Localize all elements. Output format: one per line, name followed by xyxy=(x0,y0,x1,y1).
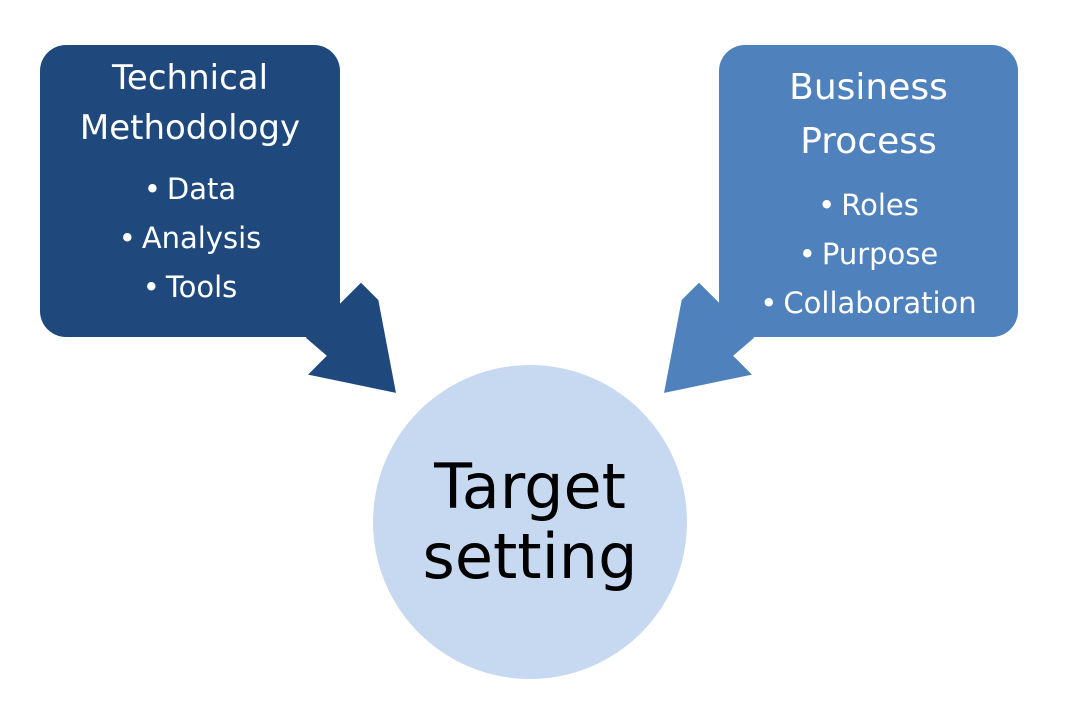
box-title: Business Process xyxy=(719,45,1018,169)
bullet-icon: • xyxy=(798,237,816,271)
title-line: Methodology xyxy=(79,108,301,148)
list-item-label: Roles xyxy=(841,188,919,222)
list-item: •Roles xyxy=(719,181,1018,230)
bullet-list: •Roles •Purpose •Collaboration xyxy=(719,181,1018,328)
list-item: •Data xyxy=(40,165,340,214)
list-item-label: Collaboration xyxy=(783,286,977,320)
list-item-label: Data xyxy=(166,172,237,206)
bullet-list: •Data •Analysis •Tools xyxy=(40,165,340,312)
business-process-box: Business Process •Roles •Purpose •Collab… xyxy=(719,45,1018,337)
title-line: Business xyxy=(789,67,948,108)
list-item: •Analysis xyxy=(40,214,340,263)
bullet-icon: • xyxy=(142,270,160,304)
technical-methodology-box: Technical Methodology •Data •Analysis •T… xyxy=(40,45,340,337)
title-line: Technical xyxy=(111,58,269,98)
arrow-down-right-icon xyxy=(291,271,407,404)
bullet-icon: • xyxy=(143,172,161,206)
list-item-label: Purpose xyxy=(821,237,939,271)
bullet-icon: • xyxy=(760,286,778,320)
box-title: Technical Methodology xyxy=(40,45,340,153)
list-item: •Purpose xyxy=(719,230,1018,279)
title-line: Process xyxy=(800,121,937,162)
list-item-label: Tools xyxy=(165,270,238,304)
target-setting-circle: Target setting xyxy=(373,365,687,679)
bullet-icon: • xyxy=(118,221,136,255)
circle-label-line: Target xyxy=(434,450,626,523)
bullet-icon: • xyxy=(818,188,836,222)
circle-label-line: setting xyxy=(422,520,638,593)
list-item: •Collaboration xyxy=(719,279,1018,328)
list-item-label: Analysis xyxy=(141,221,262,255)
arrow-down-left-icon xyxy=(653,271,769,404)
list-item: •Tools xyxy=(40,263,340,312)
